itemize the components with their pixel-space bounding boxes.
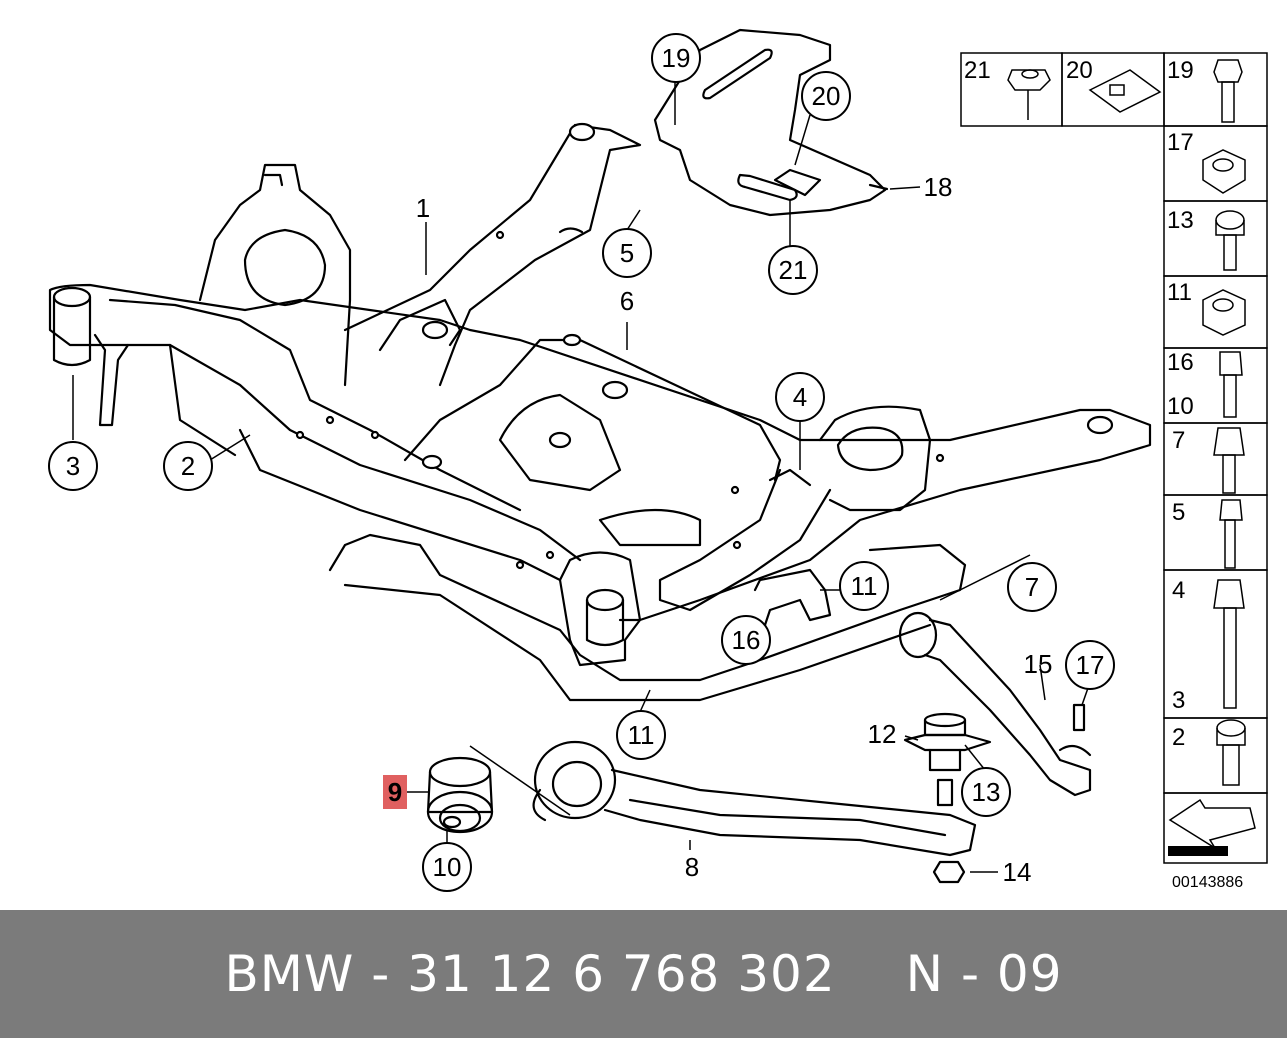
bolt-5-icon	[1219, 499, 1243, 569]
legend-17: 17	[1167, 129, 1194, 156]
svg-text:4: 4	[793, 382, 807, 412]
hex-nut-icon	[1202, 149, 1246, 194]
bolt-7-icon	[1213, 427, 1245, 494]
clip-nut-icon	[1088, 69, 1162, 113]
label-18: 18	[924, 172, 953, 202]
part-number-footer: BMW - 31 12 6 768 302 N - 09	[0, 910, 1287, 1038]
legend-3: 3	[1172, 687, 1185, 714]
label-1: 1	[416, 193, 430, 223]
svg-text:16: 16	[732, 625, 761, 655]
svg-text:2: 2	[181, 451, 195, 481]
legend-7: 7	[1172, 427, 1185, 454]
legend-13: 13	[1167, 207, 1194, 234]
legend-11: 11	[1167, 279, 1192, 306]
diagram-number: 00143886	[1172, 874, 1243, 891]
legend-5: 5	[1172, 499, 1185, 526]
legend-10: 10	[1167, 393, 1194, 420]
callout-17: 17	[1065, 640, 1115, 690]
svg-text:9: 9	[388, 777, 402, 807]
heat-shield	[653, 28, 889, 217]
label-15: 15	[1024, 649, 1053, 679]
callout-10: 10	[422, 842, 472, 892]
legend-20: 20	[1066, 57, 1093, 84]
callout-21: 21	[768, 245, 818, 295]
torx-bolt-icon	[1215, 210, 1245, 271]
svg-text:11: 11	[628, 720, 655, 750]
callout-5: 5	[602, 228, 652, 278]
parts-diagram: 3 2 5 4 7 11 16 11 21 20 19 10 13 17 1 6…	[48, 28, 1268, 892]
svg-text:3: 3	[66, 451, 80, 481]
label-14: 14	[1003, 857, 1032, 887]
long-bolt-icon	[1213, 579, 1245, 709]
legend-4: 4	[1172, 577, 1185, 604]
svg-text:20: 20	[812, 81, 841, 111]
part-number: BMW - 31 12 6 768 302	[224, 945, 836, 1003]
callout-11-left: 11	[616, 710, 666, 760]
callout-9-highlight: 9	[383, 775, 407, 809]
svg-text:13: 13	[972, 777, 1001, 807]
svg-text:17: 17	[1076, 650, 1105, 680]
svg-text:10: 10	[433, 852, 462, 882]
label-8: 8	[685, 852, 699, 882]
legend-16: 16	[1167, 349, 1194, 376]
svg-text:21: 21	[779, 255, 808, 285]
diagram-position: N - 09	[905, 945, 1063, 1003]
bolt-2-icon	[1216, 719, 1246, 786]
callout-7: 7	[1007, 562, 1057, 612]
arrow-icon	[1168, 798, 1256, 856]
callout-11-right: 11	[839, 561, 889, 611]
callout-4: 4	[775, 372, 825, 422]
tension-strut	[898, 611, 1092, 797]
label-12: 12	[868, 719, 897, 749]
hex-bolt-icon	[1213, 59, 1243, 123]
callout-13: 13	[961, 767, 1011, 817]
fastener-legend	[960, 52, 1268, 864]
bolt-16-icon	[1219, 351, 1243, 418]
push-nut-icon	[1007, 69, 1051, 120]
callout-20: 20	[801, 71, 851, 121]
flange-nut-icon	[1202, 289, 1246, 336]
callout-3: 3	[48, 441, 98, 491]
front-axle-carrier	[48, 123, 1152, 702]
rubber-mount	[426, 756, 494, 834]
svg-text:5: 5	[620, 238, 634, 268]
callout-2: 2	[163, 441, 213, 491]
legend-19: 19	[1167, 57, 1194, 84]
svg-text:7: 7	[1025, 572, 1039, 602]
legend-2: 2	[1172, 724, 1185, 751]
legend-21: 21	[964, 57, 991, 84]
callout-19: 19	[651, 33, 701, 83]
wishbone	[532, 740, 977, 857]
label-6: 6	[620, 286, 634, 316]
svg-text:19: 19	[662, 43, 691, 73]
svg-text:11: 11	[851, 571, 878, 601]
ball-joint	[903, 712, 992, 807]
callout-16: 16	[721, 615, 771, 665]
